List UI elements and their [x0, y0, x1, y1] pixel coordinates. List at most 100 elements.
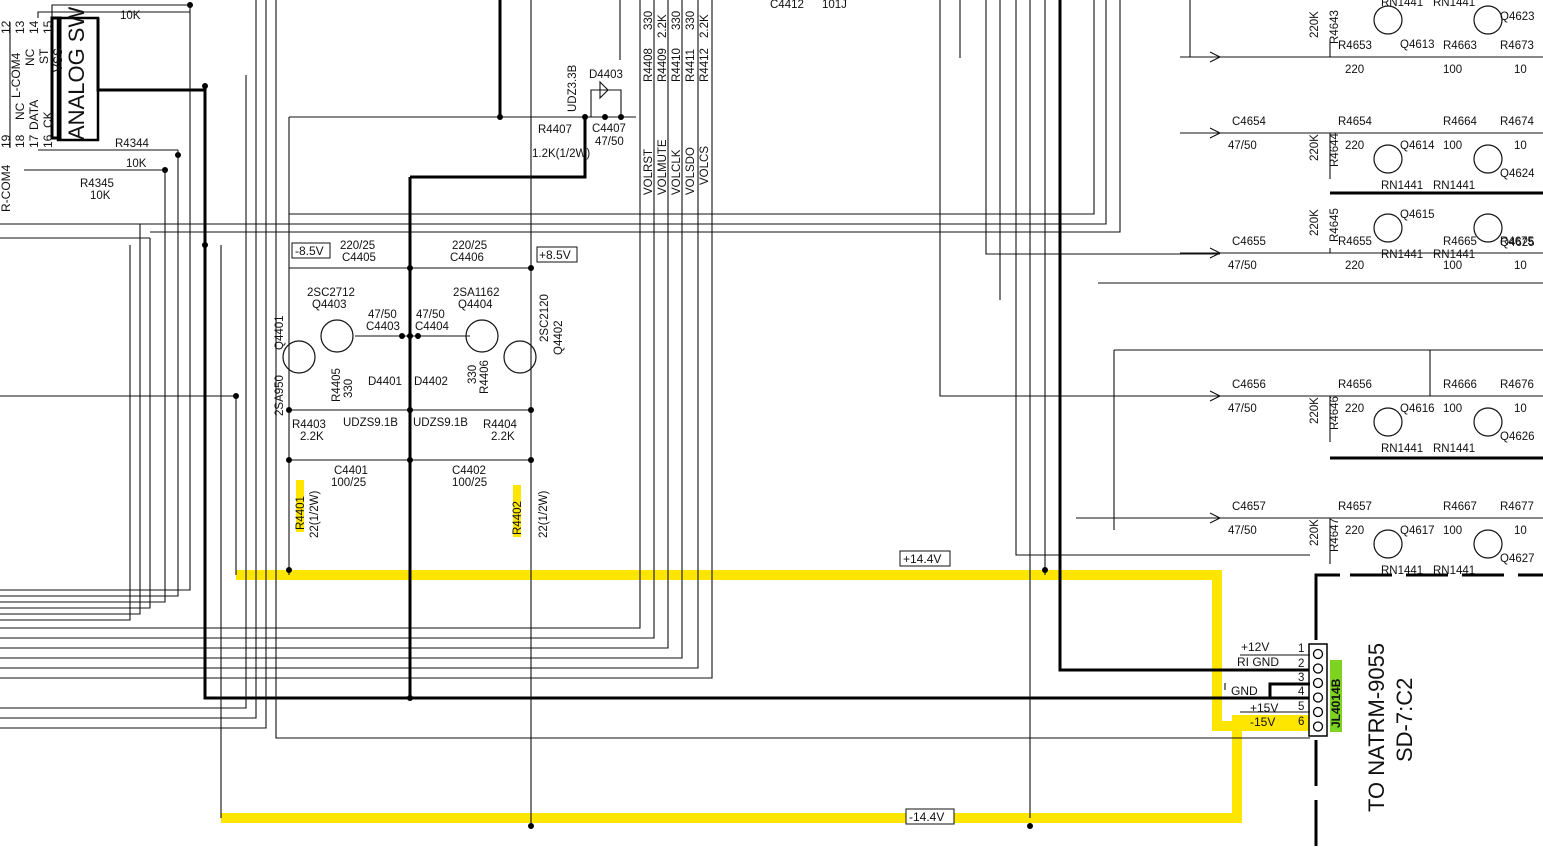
- stage-2-rout-value: 100: [1443, 140, 1462, 152]
- stage-1-rout-ref: R4663: [1443, 40, 1477, 52]
- stage-4-rin-value: 220: [1345, 403, 1364, 415]
- highlight-layer: [221, 480, 1342, 823]
- r4401-ref: R4401: [295, 496, 307, 530]
- connector-pin-6: [1312, 721, 1324, 732]
- ic-name: ANALOG SW: [64, 7, 89, 140]
- stage-2-cap-ref: C4654: [1232, 116, 1266, 128]
- c4412-ref: C4412: [770, 0, 804, 11]
- conn-pin6-num: 6: [1298, 716, 1304, 728]
- conn-pin5-num: 5: [1298, 701, 1304, 713]
- stage-3-rin-ref: R4655: [1338, 236, 1372, 248]
- c4405-value: 220/25: [340, 240, 375, 252]
- stage-4-rend-value: 10: [1514, 403, 1527, 415]
- signal-volclk: VOLCLK: [671, 149, 683, 195]
- r4345-ref: R4345: [80, 178, 114, 190]
- connector-section: +12V RI GND GND +15V -15V 1 2 3 4 5 6 JL…: [1224, 573, 1543, 847]
- stage-2-qb-symbol: [1473, 144, 1503, 174]
- r4409-ref: R4409: [657, 48, 669, 82]
- stage-4-arrow: [1209, 390, 1222, 402]
- stage-2-cap-value: 47/50: [1228, 140, 1257, 152]
- stage-2-rn-b: RN1441: [1433, 180, 1475, 192]
- connector-ref-highlight: [1330, 660, 1342, 732]
- ic-pin-num-13: 13: [13, 20, 27, 34]
- c4402-ref: C4402: [452, 465, 486, 477]
- d4401-label: D4401: [368, 376, 402, 388]
- q4403-symbol: [320, 319, 354, 353]
- stage-4-rn-b: RN1441: [1433, 443, 1475, 455]
- stage-3-arrow: [1209, 247, 1222, 259]
- ic-pin-name-14: ST: [37, 48, 51, 64]
- stage-4-rin-ref: R4656: [1338, 379, 1372, 391]
- stage-1-rbias-ref: R4643: [1329, 10, 1341, 44]
- q4403-part: 2SC2712: [307, 287, 355, 299]
- c4404-ref: C4404: [415, 321, 449, 333]
- connector-ref: JL4014B: [1329, 678, 1343, 728]
- c4401-value: 100/25: [331, 477, 366, 489]
- stage-2-qa-ref: Q4614: [1400, 140, 1435, 152]
- rail-neg85-label: -8.5V: [295, 244, 324, 258]
- c4403-ref: C4403: [366, 321, 400, 333]
- conn-pin2-label: RI GND: [1237, 655, 1279, 669]
- q4404-ref: Q4404: [458, 299, 493, 311]
- r4407-ref: R4407: [538, 124, 572, 136]
- signal-volmute: VOLMUTE: [657, 139, 669, 195]
- conn-pin5-label: +15V: [1250, 701, 1278, 715]
- stage-1-rin-ref: R4653: [1338, 40, 1372, 52]
- c4403-value: 47/50: [368, 309, 397, 321]
- connector-pin-2: [1312, 663, 1324, 674]
- ic-pin-num-18: 18: [13, 134, 27, 148]
- stage-3-qa-symbol: [1373, 213, 1403, 243]
- r4405-value: 330: [343, 379, 355, 398]
- stage-3-qb-symbol: [1473, 213, 1503, 243]
- stage-2-rbias-ref: R4644: [1329, 133, 1341, 167]
- c4405-ref: C4405: [342, 252, 376, 264]
- stage-5-rbias-ref: R4647: [1329, 518, 1341, 552]
- stage-4-rout-value: 100: [1443, 403, 1462, 415]
- conn-pin6-label: -15V: [1250, 715, 1275, 729]
- stage-5-rout-ref: R4667: [1443, 501, 1477, 513]
- c4402-value: 100/25: [452, 477, 487, 489]
- r4412-ref: R4412: [699, 48, 711, 82]
- stage-3-rend-value: 10: [1514, 260, 1527, 272]
- stage-1-rout-value: 100: [1443, 64, 1462, 76]
- ic-pin-num-14: 14: [27, 20, 41, 34]
- connector-destination-2: SD-7:C2: [1392, 678, 1417, 762]
- r4412-value: 2.2K: [699, 14, 711, 38]
- stage-3-cap-value: 47/50: [1228, 260, 1257, 272]
- stage-4-qb-ref: Q4626: [1500, 431, 1535, 443]
- stage-1-qa-ref: Q4613: [1400, 39, 1435, 51]
- conn-pin4-label: GND: [1231, 684, 1258, 698]
- stage-1-rn-b: RN1441: [1433, 0, 1475, 9]
- signal-volrst: VOLRST: [643, 149, 655, 195]
- q4403-ref: Q4403: [312, 299, 347, 311]
- stage-4-cap-ref: C4656: [1232, 379, 1266, 391]
- stage-2-qb-ref: Q4624: [1500, 168, 1535, 180]
- rail-pos144-label: +14.4V: [903, 552, 941, 566]
- c4406-value: 220/25: [452, 240, 487, 252]
- c4407-ref: C4407: [592, 123, 626, 135]
- stage-2-rin-value: 220: [1345, 140, 1364, 152]
- stage-5-qa-ref: Q4617: [1400, 525, 1435, 537]
- q4404-part: 2SA1162: [453, 287, 499, 299]
- signal-volcs: VOLCS: [699, 146, 711, 185]
- r4404-value: 2.2K: [491, 431, 515, 443]
- stage-3-rend-ref: R4675: [1500, 236, 1534, 248]
- r4403-ref: R4403: [292, 419, 326, 431]
- r4408-ref: R4408: [643, 48, 655, 82]
- stage-5-rin-value: 220: [1345, 525, 1364, 537]
- rail-neg144-label: -14.4V: [909, 810, 944, 824]
- ic-pin-name-12: L-COM4: [9, 52, 23, 98]
- r4406-ref: R4406: [479, 360, 491, 394]
- ic-pin-name-18: NC: [13, 102, 27, 120]
- connector-pin-5: [1312, 706, 1324, 718]
- stage-4-rbias-value: 220K: [1309, 397, 1321, 424]
- conn-pin1-num: 1: [1298, 643, 1304, 655]
- d4402-label: D4402: [414, 376, 448, 388]
- stage-5-rend-ref: R4677: [1500, 501, 1534, 513]
- ic-pin-num-12: 12: [0, 20, 13, 34]
- r4345-value: 10K: [90, 190, 111, 202]
- stage-1-qb-symbol: [1473, 5, 1503, 35]
- signal-volsdo: VOLSDO: [685, 147, 697, 195]
- stage-3-rout-ref: R4665: [1443, 236, 1477, 248]
